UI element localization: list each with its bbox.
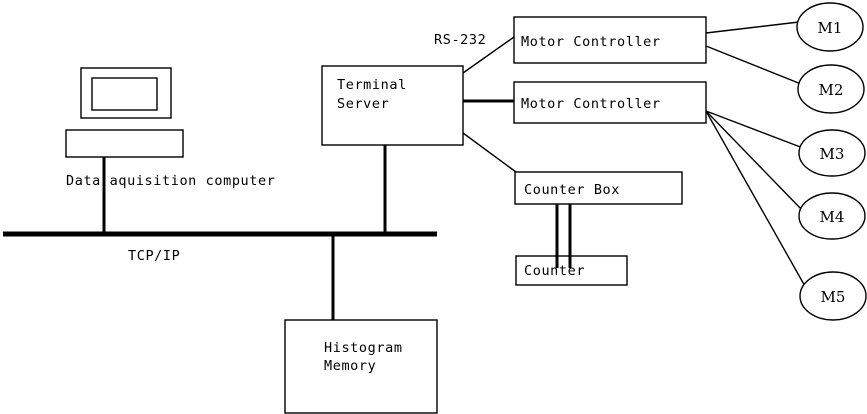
motor-m2-ellipse (797, 64, 865, 114)
link-motor-controller-2-to-m4 (705, 110, 804, 212)
counter-box-label: Counter Box (524, 182, 620, 198)
terminal-server-box (321, 65, 464, 146)
histogram-memory-box (284, 319, 438, 414)
computer-base-unit (65, 129, 184, 158)
counter-box (514, 171, 683, 205)
motor-m1-ellipse (796, 2, 864, 52)
link-motor-controller-2-to-m5 (705, 110, 807, 289)
monitor-screen (91, 77, 158, 111)
motor-m2-label: M2 (819, 81, 844, 99)
motor-m4-ellipse (798, 192, 866, 240)
motor-m3-label: M3 (820, 145, 845, 163)
motor-controller-1-label: Motor Controller (521, 34, 661, 50)
terminal-server-label-line1: Terminal (337, 77, 407, 93)
link-terminal-server-to-counter-box (462, 132, 517, 173)
motor-m4-label: M4 (820, 208, 845, 226)
rs232-label: RS-232 (434, 32, 486, 48)
histogram-memory-label-line1: Histogram (324, 340, 403, 356)
counter-label: Counter (524, 263, 585, 279)
link-motor-controller-1-to-m1 (705, 21, 800, 34)
terminal-server-label-line2: Server (337, 96, 389, 112)
computer-label: Data aquisition computer (66, 173, 275, 189)
motor-m5-ellipse (799, 271, 867, 321)
link-motor-controller-1-to-m2 (705, 45, 802, 85)
motor-m3-ellipse (798, 129, 866, 177)
histogram-memory-label-line2: Memory (324, 358, 376, 374)
motor-m5-label: M5 (821, 288, 846, 306)
motor-controller-1-box (513, 16, 707, 64)
link-terminal-server-to-motor-controller-1 (462, 36, 515, 74)
motor-m1-label: M1 (818, 19, 843, 37)
tcpip-label: TCP/IP (128, 248, 180, 264)
link-motor-controller-2-to-m3 (705, 110, 804, 149)
motor-controller-2-label: Motor Controller (521, 96, 661, 112)
